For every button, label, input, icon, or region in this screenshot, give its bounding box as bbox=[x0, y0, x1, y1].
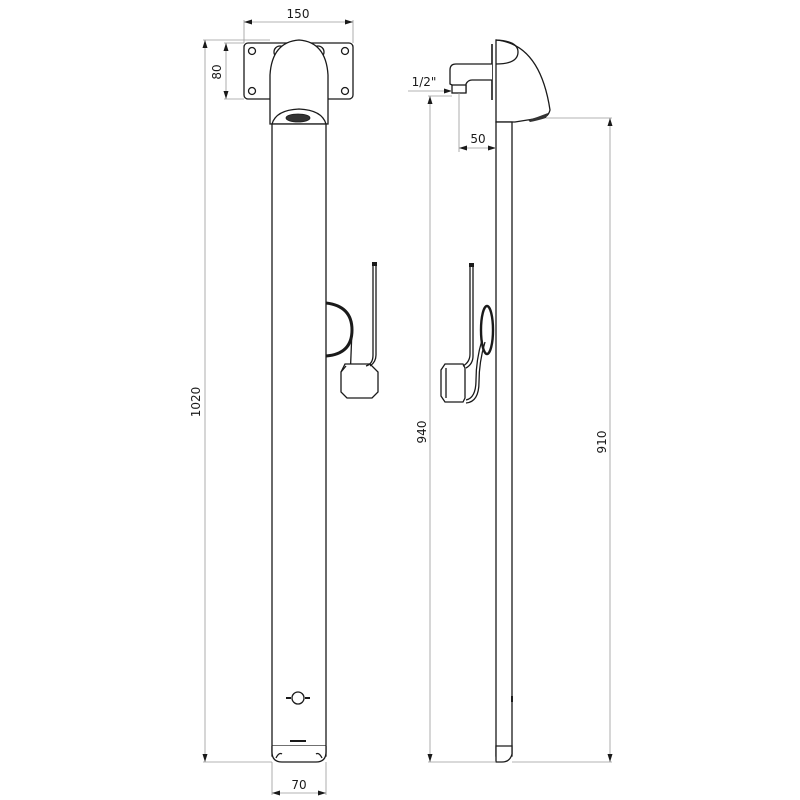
dim-label-half-inch: 1/2" bbox=[412, 75, 437, 89]
hand-shower-rod bbox=[365, 264, 374, 367]
dimension-50: 50 bbox=[458, 93, 496, 152]
dim-label-940: 940 bbox=[415, 421, 429, 444]
dim-label-1020: 1020 bbox=[189, 387, 203, 418]
dimension-70: 70 bbox=[271, 762, 327, 796]
dim-label-150: 150 bbox=[287, 7, 310, 21]
side-view: 1/2" 50 940 910 bbox=[408, 39, 613, 763]
dimension-150: 150 bbox=[243, 7, 354, 43]
brand-label bbox=[290, 740, 306, 742]
dim-label-910: 910 bbox=[595, 431, 609, 454]
dimension-half-inch: 1/2" bbox=[408, 75, 452, 94]
hand-shower-rod-side bbox=[462, 265, 471, 367]
hand-shower-holder-side bbox=[440, 363, 466, 403]
front-view: 150 80 1020 70 bbox=[189, 7, 379, 796]
shower-head bbox=[269, 39, 329, 125]
dimension-80: 80 bbox=[210, 42, 244, 100]
shower-head-side bbox=[495, 39, 551, 123]
push-button-icon bbox=[291, 691, 305, 705]
dim-label-50: 50 bbox=[470, 132, 485, 146]
hand-shower-holder bbox=[340, 363, 379, 399]
dimension-910: 910 bbox=[512, 117, 613, 763]
screw-slot-icons bbox=[247, 46, 350, 96]
dim-label-70: 70 bbox=[291, 778, 306, 792]
shower-column-side bbox=[495, 121, 513, 757]
dim-label-80: 80 bbox=[210, 64, 224, 79]
dimension-940: 940 bbox=[415, 95, 496, 763]
shower-spray-face bbox=[285, 113, 311, 123]
hose-loop bbox=[325, 301, 354, 358]
dimension-1020: 1020 bbox=[189, 39, 272, 763]
hose-loop-side bbox=[479, 304, 495, 356]
shower-column bbox=[271, 123, 327, 757]
